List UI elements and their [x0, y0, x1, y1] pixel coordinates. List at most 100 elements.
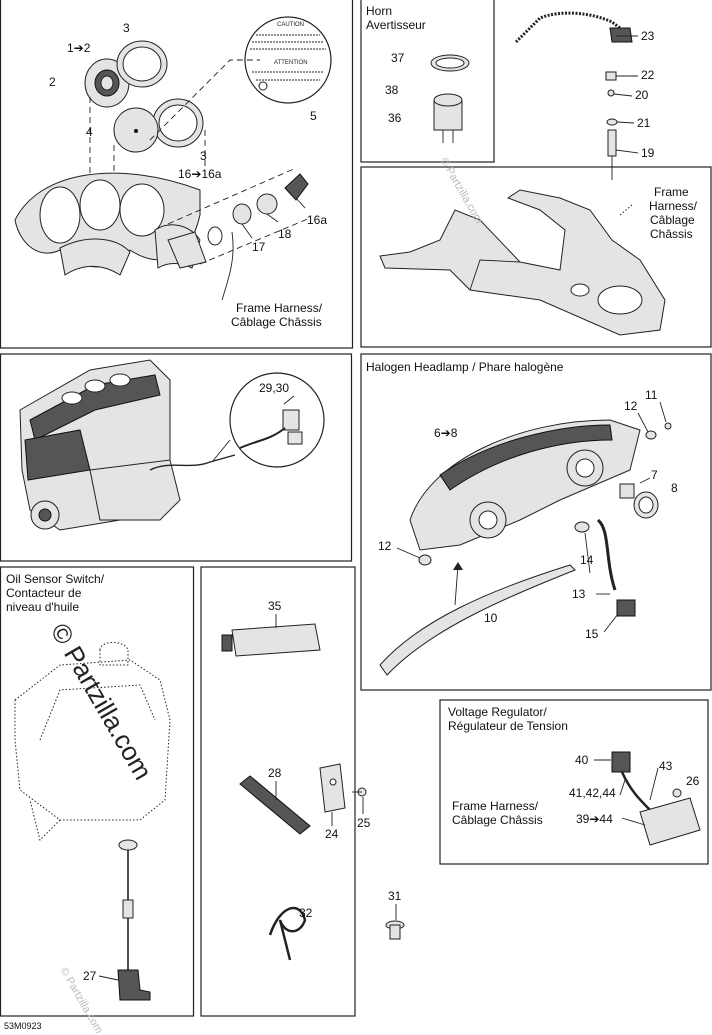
- connector-illustration: [239, 395, 303, 449]
- watermark-small-2: © Partzilla.com: [57, 966, 104, 1035]
- horn-illustration: [433, 93, 463, 143]
- label-17: 17: [252, 240, 266, 254]
- label-26: 26: [686, 774, 700, 788]
- clip-illustration: [319, 763, 346, 813]
- gauge-unit-illustration: [84, 58, 130, 108]
- label-25: 25: [357, 816, 371, 830]
- sensor-illustration: [607, 129, 617, 157]
- label-3-lower: 3: [200, 149, 207, 163]
- misc-panel: 35 28 24 25 32 31: [221, 599, 405, 961]
- label-5: 5: [310, 109, 317, 123]
- oil-sensor-illustration: [117, 839, 151, 1001]
- label-3-top: 3: [123, 21, 130, 35]
- label-12-top: 12: [624, 399, 638, 413]
- cable-illustration: [514, 11, 629, 44]
- lens-illustration: [113, 107, 159, 153]
- frame-harness-line4: Châssis: [650, 227, 693, 241]
- label-1-2: 1➔2: [67, 41, 91, 55]
- label-6-8: 6➔8: [434, 426, 458, 440]
- label-7: 7: [651, 468, 658, 482]
- frame-harness-line3: Câblage: [650, 213, 695, 227]
- label-27: 27: [83, 969, 97, 983]
- label-38: 38: [385, 83, 399, 97]
- oil-tank-illustration: [14, 642, 171, 841]
- label-28: 28: [268, 766, 282, 780]
- panel-frame-border: [360, 166, 712, 348]
- engine-panel: 29,30: [19, 359, 325, 531]
- engine-illustration: [19, 359, 236, 531]
- label-8: 8: [671, 481, 678, 495]
- switch-connector-illustration: [167, 167, 311, 301]
- label-2: 2: [49, 75, 56, 89]
- label-40: 40: [575, 753, 589, 767]
- label-20: 20: [635, 88, 649, 102]
- panel-gauge-border: [0, 0, 354, 349]
- label-43: 43: [659, 759, 673, 773]
- cable-tie-illustration: [268, 906, 307, 961]
- label-31: 31: [388, 889, 402, 903]
- label-16a: 16a: [307, 213, 327, 227]
- decal-attention: ATTENTION: [274, 60, 308, 66]
- label-36: 36: [388, 111, 402, 125]
- regulator-title-line1: Voltage Regulator/: [448, 705, 547, 719]
- regulator-harness-line1: Frame Harness/: [452, 799, 539, 813]
- bezel-ring-illustration: [116, 40, 168, 88]
- label-10: 10: [484, 611, 498, 625]
- headlamp-panel: Halogen Headlamp / Phare halogène 11 12 …: [366, 360, 678, 676]
- horn-panel: Horn Avertisseur 37 38 36: [366, 4, 470, 143]
- oil-title-line3: niveau d'huile: [6, 600, 79, 614]
- regulator-harness-line2: Câblage Châssis: [452, 813, 543, 827]
- label-11: 11: [645, 388, 658, 402]
- label-32: 32: [299, 906, 313, 920]
- decal-illustration: CAUTION ATTENTION: [244, 16, 332, 104]
- label-4: 4: [86, 125, 93, 139]
- label-19: 19: [641, 146, 655, 160]
- regulator-title-line2: Régulateur de Tension: [448, 719, 568, 733]
- frame-panel: 23 22 20 21 19 Frame Harness/ Câblage Ch…: [379, 11, 698, 336]
- label-35: 35: [268, 599, 282, 613]
- panel-engine-border: [0, 353, 353, 562]
- gauge-housing-illustration: [14, 172, 201, 276]
- watermark-brand: © Partzilla.com: [45, 618, 159, 785]
- frame-illustration: [379, 189, 666, 336]
- oil-title-line1: Oil Sensor Switch/: [6, 572, 105, 586]
- frame-harness-line1: Frame: [654, 185, 689, 199]
- label-24: 24: [325, 827, 339, 841]
- label-23: 23: [641, 29, 655, 43]
- label-12-bottom: 12: [378, 539, 392, 553]
- label-14: 14: [580, 553, 594, 567]
- foam-strip-illustration: [239, 775, 311, 835]
- seal-strip-illustration: [379, 564, 576, 676]
- bezel-ring-lower-illustration: [152, 98, 204, 148]
- horn-title: Horn: [366, 4, 392, 18]
- oil-title-line2: Contacteur de: [6, 586, 82, 600]
- decal-caution: CAUTION: [277, 22, 304, 28]
- frame-harness-line2: Harness/: [649, 199, 698, 213]
- label-37: 37: [391, 51, 405, 65]
- lamp-connector-illustration: [616, 599, 636, 617]
- panel-headlamp-border: [360, 353, 712, 691]
- label-41-42-44: 41,42,44: [569, 786, 616, 800]
- label-29-30: 29,30: [259, 381, 289, 395]
- panel-oil-border: [0, 566, 195, 1017]
- panel-horn-border: [360, 0, 495, 163]
- panel-regulator-border: [439, 699, 709, 865]
- label-13: 13: [572, 587, 586, 601]
- label-21: 21: [637, 116, 651, 130]
- screw-illustration: [352, 787, 367, 797]
- label-22: 22: [641, 68, 655, 82]
- sealant-tube-illustration: [221, 623, 321, 657]
- oil-panel: Oil Sensor Switch/ Contacteur de niveau …: [6, 572, 171, 1001]
- gauge-harness-line2: Câblage Châssis: [231, 315, 322, 329]
- horn-title-fr: Avertisseur: [366, 18, 426, 32]
- bulb-illustration: [619, 483, 659, 519]
- label-16-16a: 16➔16a: [178, 167, 222, 181]
- gauge-panel: CAUTION ATTENTION: [14, 16, 332, 329]
- label-15: 15: [585, 627, 599, 641]
- push-rivet-illustration: [385, 920, 405, 940]
- headlamp-illustration: [409, 419, 641, 551]
- label-18: 18: [278, 227, 292, 241]
- regulator-panel: Voltage Regulator/ Régulateur de Tension…: [448, 705, 701, 846]
- headlamp-title: Halogen Headlamp / Phare halogène: [366, 360, 564, 374]
